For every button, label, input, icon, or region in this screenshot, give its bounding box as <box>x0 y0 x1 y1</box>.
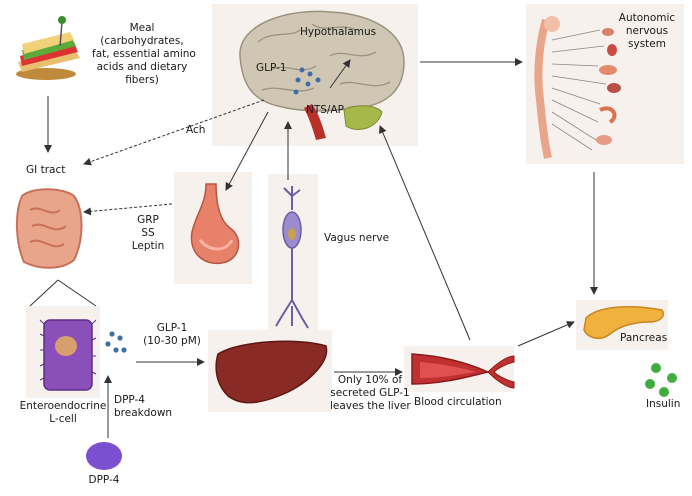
meal-line2: fat, essential amino <box>92 48 196 60</box>
l-cell-line1: Enteroendocrine <box>19 400 107 412</box>
glp1-concentration-label: GLP-1 (10-30 pM) <box>134 322 210 348</box>
liver-note-line2: secreted GLP-1 <box>330 387 410 399</box>
dpp4-breakdown-line2: breakdown <box>114 407 173 419</box>
ss-label: SS <box>141 227 155 239</box>
ans-line2: nervous <box>625 25 669 37</box>
autonomic-figure <box>534 16 621 159</box>
glp1-dots <box>105 331 127 353</box>
dpp4-breakdown-line1: DPP-4 <box>114 394 145 406</box>
stomach-illustration <box>190 183 240 265</box>
ans-label: Autonomic nervous system <box>612 12 682 51</box>
vagus-nerve-label: Vagus nerve <box>324 232 390 244</box>
vagus-neuron-illustration <box>275 186 309 329</box>
sandwich-icon <box>16 16 80 80</box>
liver-illustration <box>215 340 328 404</box>
hypothalamus-label: Hypothalamus <box>300 26 377 38</box>
l-cell-illustration <box>39 319 97 391</box>
l-cell-label: Enteroendocrine L-cell <box>18 400 108 426</box>
pancreas-illustration <box>583 306 664 340</box>
gut-hormones-label: GRP SS Leptin <box>126 214 170 253</box>
meal-title: Meal <box>129 22 155 34</box>
glp1-conc: (10-30 pM) <box>143 335 201 347</box>
ach-label: Ach <box>186 124 206 136</box>
dpp4-enzyme-label: DPP-4 <box>88 474 120 486</box>
ans-line3: system <box>628 38 666 50</box>
ans-line1: Autonomic <box>618 12 676 24</box>
meal-label: Meal (carbohydrates, fat, essential amin… <box>92 22 196 87</box>
liver-note-label: Only 10% of secreted GLP-1 leaves the li… <box>330 374 411 413</box>
brain-illustration <box>239 10 405 140</box>
nts-ap-label: NTS/AP <box>306 104 344 116</box>
grp-label: GRP <box>137 214 159 226</box>
intestine-illustration <box>15 188 83 269</box>
l-cell-line2: L-cell <box>49 413 77 425</box>
leptin-label: Leptin <box>131 240 165 252</box>
blood-vessel-illustration <box>411 353 515 389</box>
dpp4-enzyme-icon <box>86 442 122 470</box>
meal-line4: fibers) <box>125 74 159 86</box>
gi-tract-label: GI tract <box>26 164 66 176</box>
blood-circulation-label: Blood circulation <box>414 396 502 408</box>
insulin-label: Insulin <box>646 398 681 410</box>
glp1-label: GLP-1 <box>156 322 188 334</box>
meal-line3: acids and dietary <box>96 61 188 73</box>
meal-line1: (carbohydrates, <box>100 35 184 47</box>
liver-note-line3: leaves the liver <box>330 400 411 412</box>
connector-arrows <box>29 58 598 438</box>
insulin-dots <box>645 363 677 397</box>
liver-note-line1: Only 10% of <box>337 374 403 386</box>
dpp4-breakdown-label: DPP-4 breakdown <box>114 394 172 420</box>
pancreas-label: Pancreas <box>620 332 668 344</box>
brain-glp1-label: GLP-1 <box>256 62 287 74</box>
